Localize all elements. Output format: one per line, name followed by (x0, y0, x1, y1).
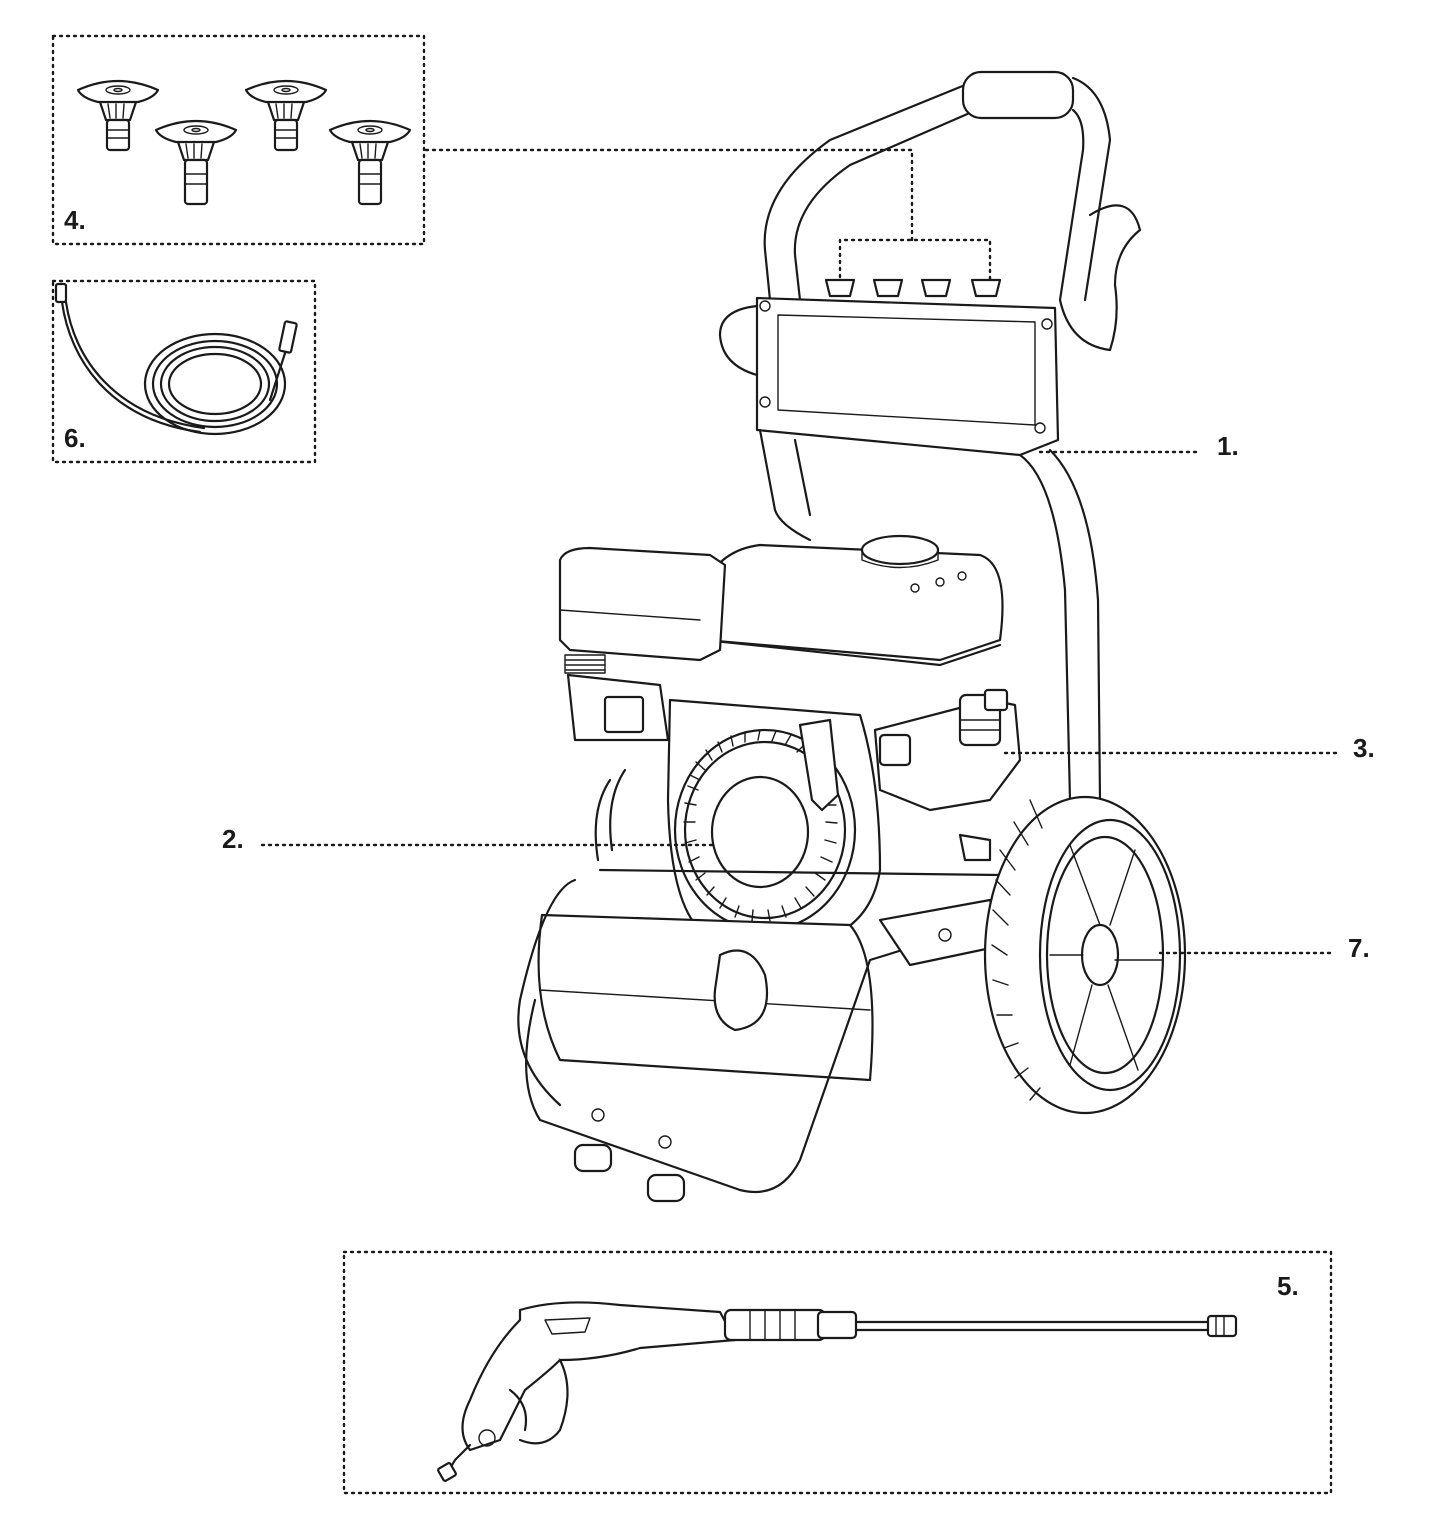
nozzle-tip-icon (76, 79, 412, 206)
callout-engine: 2. (222, 824, 244, 854)
callout-hose: 6. (64, 423, 86, 453)
nozzle-inset-box (51, 34, 426, 246)
spray-gun-inset-box (342, 1250, 1333, 1495)
hose-inset-box (51, 279, 317, 464)
callout-spray-gun: 5. (1277, 1271, 1299, 1301)
spray-gun-icon (437, 1301, 1238, 1482)
leader-line-nozzles (424, 148, 992, 286)
callout-frame: 1. (1217, 431, 1239, 461)
callout-pump: 3. (1353, 733, 1375, 763)
coiled-hose-icon (54, 282, 298, 436)
nozzle-holder (824, 278, 1002, 298)
callout-nozzles: 4. (64, 205, 86, 235)
wheel-icon (983, 795, 1187, 1115)
callout-wheel: 7. (1348, 933, 1370, 963)
